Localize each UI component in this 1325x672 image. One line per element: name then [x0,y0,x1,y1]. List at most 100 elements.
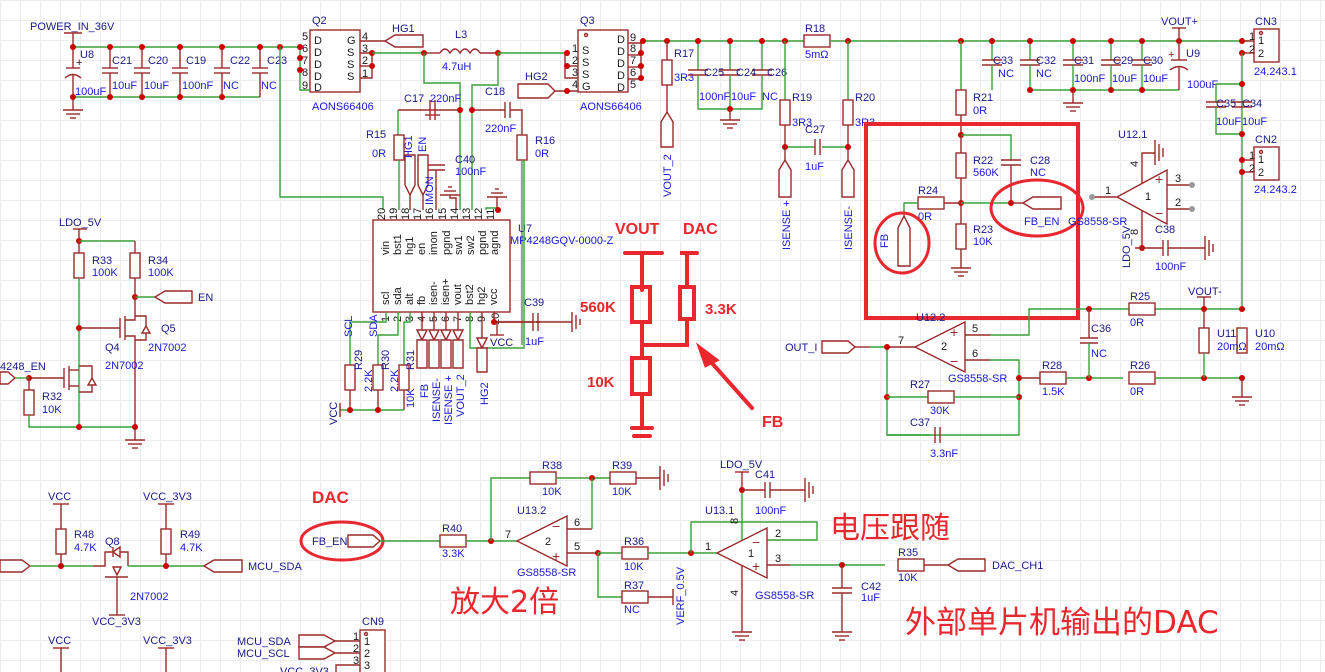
junction-dot [640,38,646,44]
cap-c17: C17 220nF [397,93,463,135]
schematic-label: imon [428,231,440,255]
component-body [1128,302,1156,316]
junction-dot [638,50,644,56]
schematic-label: CN9 [362,616,384,628]
schematic-label: sw2 [465,235,477,255]
schematic-label: 1 [1258,35,1264,47]
schematic-label: R37 [624,580,644,592]
schematic-label: 5 [630,79,636,91]
schematic-label: Q4 [105,342,120,354]
schematic-label: 2 [545,536,551,548]
schematic-label: C36 [1091,323,1111,335]
schematic-label: 8 [630,43,636,55]
u7-bottom-wiring: FB ISENSE- ISENSE + VOUT_2 HG2 [349,160,540,425]
i2c-pullups: SCL SDA R29 2.2K R30 2.2K R31 10K VCC [328,314,417,425]
schematic-label: 0R [973,105,987,117]
schematic-label: 9 [302,80,308,92]
schematic-label: 10uF [112,80,137,92]
schematic-label: D [617,82,625,94]
schematic-label: SCL [343,316,355,337]
wire-path [1215,107,1242,135]
wire-path [1215,83,1242,102]
schematic-label: pgnd [441,231,453,255]
schematic-label: 15 [437,208,449,220]
schematic-label: 11 [485,209,497,220]
resistor-r16: R16 0R [516,134,555,345]
schematic-label: VCC [490,337,513,349]
junction-dot [363,631,369,637]
component-body [372,219,511,313]
schematic-label: AONS66406 [312,101,374,113]
schematic-label: 4 [1129,161,1141,167]
schematic-label: 7 [630,55,636,67]
schematic-label: 8 [729,518,741,524]
schematic-label: GS8558-SR [1068,216,1127,228]
wire-path [125,297,136,321]
schematic-label: R39 [612,460,632,472]
schematic-label: R33 [92,255,112,267]
symbol-group: 20 19 18 17 16 15 14 13 12 11 [376,208,497,220]
net-flag-shape [517,83,556,99]
schematic-label: fb [416,296,428,305]
schematic-label: 2 [1175,197,1181,209]
schematic-label: 7 [505,529,511,541]
schematic-label: VCC [328,402,340,425]
junction-dot [1139,38,1145,44]
schematic-label: hg1 [404,237,416,255]
schematic-label: 6 [574,517,580,529]
junction-dot [1258,30,1264,36]
junction-dot [1239,157,1245,163]
junction-dot [1239,81,1245,87]
schematic-label: 2 [364,648,370,660]
schematic-label: 4 [572,79,578,91]
net-vout-minus: VOUT- [1188,286,1222,298]
schematic-label: Q5 [161,323,176,335]
schematic-label: U13.2 [517,505,546,517]
schematic-label: C20 [148,55,168,67]
schematic-label: C26 [767,67,787,79]
schematic-label: R38 [542,460,562,472]
schematic-label: U11 [1217,328,1236,340]
schematic-label: 8 [1129,229,1141,235]
schematic-label: VCC [48,635,71,647]
schematic-label: ISENSE + [443,375,455,425]
schematic-label: C25 [704,67,724,79]
schematic-label: 1 [1105,185,1111,197]
schematic-label: 24.243.1 [1254,66,1297,78]
schematic-label: C38 [1155,224,1175,236]
net-flag-shape [452,339,464,369]
schematic-label: GS8558-SR [948,373,1007,385]
schematic-label: IMON [424,176,436,205]
schematic-label: 14 [449,208,461,220]
schematic-label: 1 [353,631,359,643]
cap-c40: C40 100nF [428,154,486,210]
net-flag-shape [715,526,768,580]
net-flag-shape [140,324,152,334]
junction-dot [297,55,303,61]
schematic-label: 电压跟随 [830,511,950,546]
junction-dot [1189,206,1195,212]
schematic-label: 560K [973,167,999,179]
schematic-label: C39 [524,297,544,309]
net-flag-shape [0,371,17,385]
schematic-label: 18 [400,208,412,220]
schematic-label: R34 [148,255,168,267]
schematic-label: S [582,57,589,69]
schematic-label: 1 [1249,150,1255,162]
schematic-label: R31 [405,350,417,370]
schematic-label: 5 [972,323,978,335]
schematic-label: R32 [42,391,62,403]
schematic-label: 10uF [731,91,756,103]
schematic-label: D [617,34,625,46]
component-body [439,534,467,548]
schematic-label: 10uF [1112,73,1137,85]
schematic-label: 10K [624,561,644,573]
cap-c39: C39 1uF VCC [490,297,581,349]
schematic-label: R36 [624,536,644,548]
schematic-label: 6 [302,43,308,55]
net-flag-shape [427,329,441,342]
schematic-label: 3 [775,553,781,565]
schematic-label: G [347,35,356,47]
component-body [917,196,945,210]
